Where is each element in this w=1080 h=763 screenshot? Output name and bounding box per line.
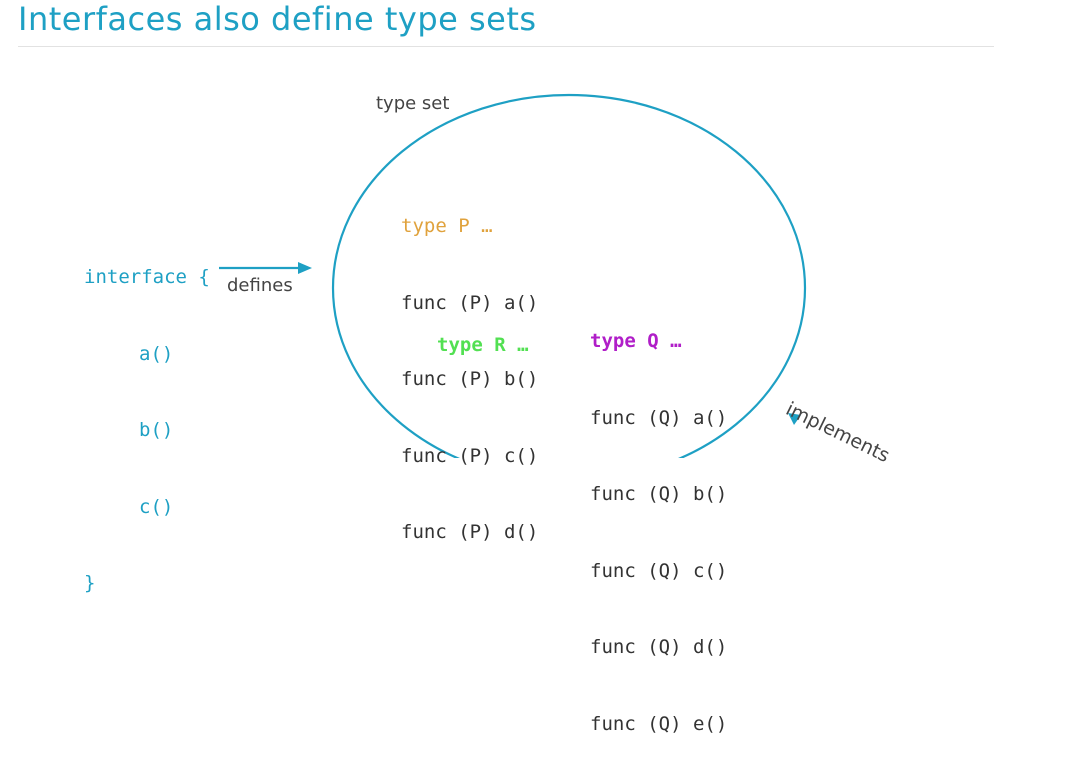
type-set-label: type set <box>376 93 450 114</box>
interface-method: b() <box>139 419 174 441</box>
defines-arrow <box>219 262 312 274</box>
interface-open: interface { <box>84 266 210 288</box>
type-q-header: type Q … <box>590 330 682 352</box>
type-p-block: type P … func (P) a() func (P) b() func … <box>401 163 538 571</box>
type-p-method: func (P) a() <box>401 291 539 314</box>
implements-arrow <box>788 413 801 425</box>
type-p-method: func (P) c() <box>401 444 539 467</box>
interface-method: a() <box>139 342 174 365</box>
interface-method: c() <box>139 495 174 518</box>
type-p-method: func (P) b() <box>401 368 539 390</box>
type-set-circle <box>331 93 807 458</box>
type-q-method: func (Q) c() <box>590 559 728 582</box>
slide-title: Interfaces also define type sets <box>18 0 537 38</box>
interface-block: interface { a() b() c() } <box>84 214 210 622</box>
type-q-block: type Q … func (Q) a() func (Q) b() func … <box>590 278 727 763</box>
type-p-header: type P … <box>401 215 493 237</box>
type-q-method: func (Q) e() <box>590 712 728 735</box>
type-r-header: type R … <box>437 334 529 356</box>
defines-label: defines <box>227 275 293 296</box>
type-q-method: func (Q) d() <box>590 636 728 658</box>
interface-close: } <box>84 572 96 594</box>
type-p-method: func (P) d() <box>401 521 539 543</box>
type-q-method: func (Q) b() <box>590 483 728 505</box>
type-q-method: func (Q) a() <box>590 406 728 429</box>
title-divider <box>18 46 994 47</box>
diagram-canvas <box>219 93 807 458</box>
